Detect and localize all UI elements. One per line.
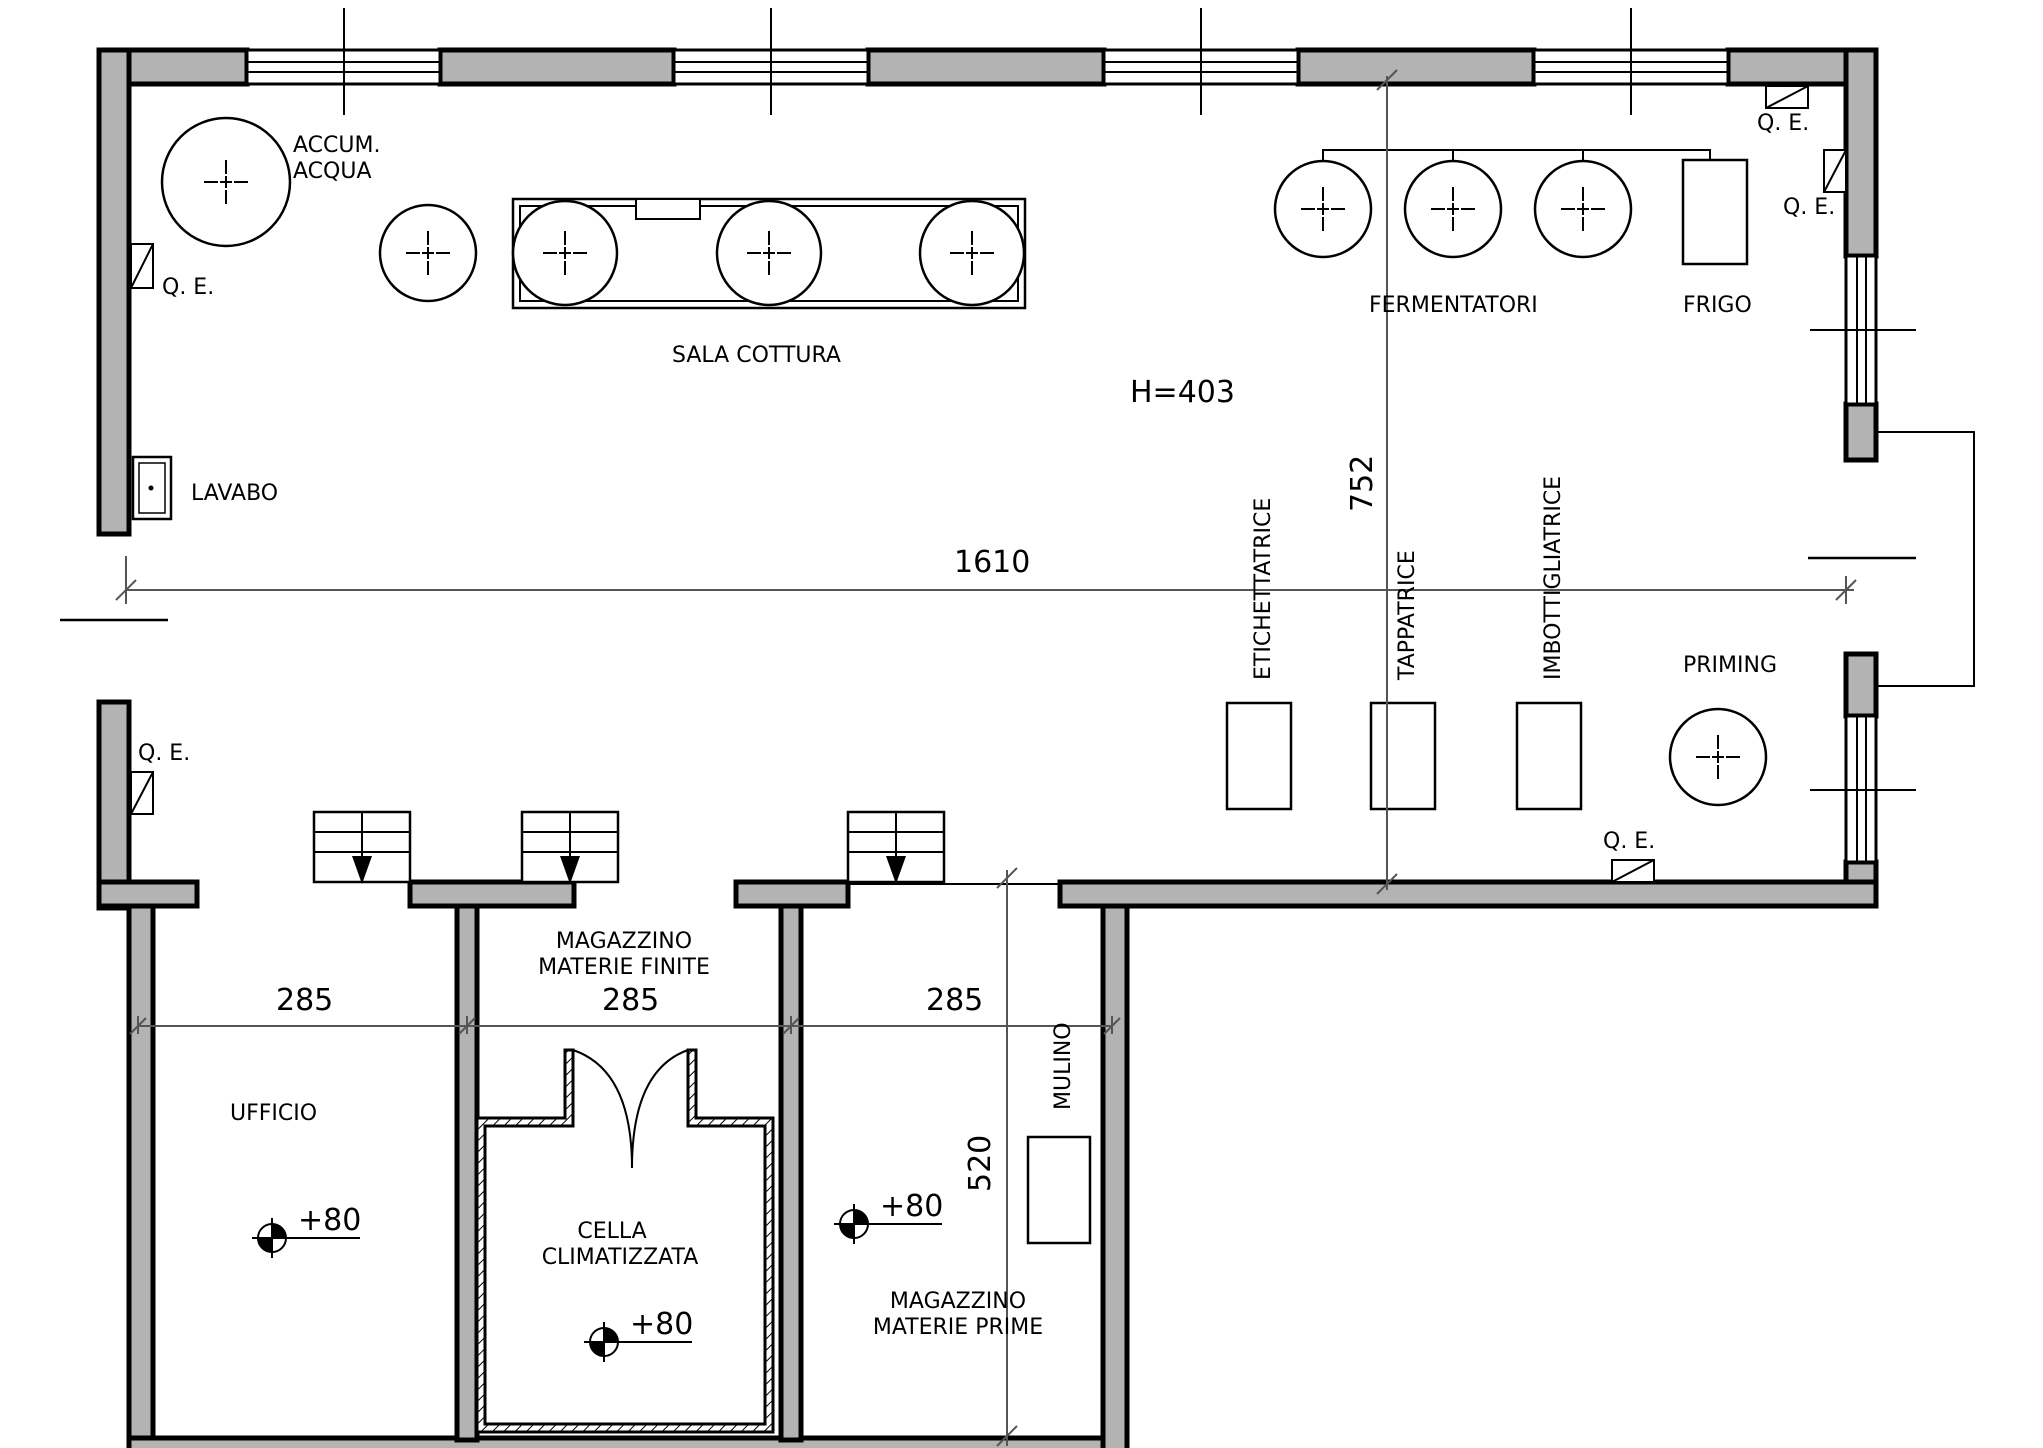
lavabo-sink <box>131 455 173 521</box>
wall-left-lower <box>96 699 132 911</box>
level-marker-ufficio <box>252 1218 360 1258</box>
window-top-2 <box>672 8 870 115</box>
label-room-width-3: 285 <box>926 983 983 1018</box>
label-magazzino-prime-1: MAGAZZINO <box>890 1289 1026 1314</box>
qe-panel-5 <box>1611 859 1655 883</box>
wall-top-3 <box>865 47 1107 87</box>
cella-climatizzata <box>475 1048 775 1434</box>
step-3 <box>846 810 946 884</box>
label-room-depth: 520 <box>963 1135 998 1192</box>
wall-top-4 <box>1295 47 1537 87</box>
label-priming: PRIMING <box>1683 653 1777 678</box>
step-1 <box>312 810 412 884</box>
label-cella-2: CLIMATIZZATA <box>542 1245 699 1270</box>
wall-lower-bottom <box>126 1435 1130 1448</box>
wall-lower-right <box>1100 903 1130 1448</box>
label-ufficio: UFFICIO <box>230 1101 317 1126</box>
window-right-1 <box>1810 254 1916 406</box>
label-height: H=403 <box>1130 375 1235 410</box>
labels: ACCUM. ACQUA Q. E. Q. E. Q. E. Q. E. Q. … <box>138 111 1835 1342</box>
label-imbottigliatrice: IMBOTTIGLIATRICE <box>1541 476 1566 680</box>
window-top-4 <box>1532 8 1730 115</box>
fermentatori-group <box>1273 149 1711 259</box>
wall-mid-2 <box>407 879 577 909</box>
dimension-lines <box>115 69 1857 1447</box>
priming-tank <box>1668 707 1768 807</box>
qe-panel-2 <box>1765 85 1809 109</box>
label-length-total: 1610 <box>954 545 1030 580</box>
label-fermentatori: FERMENTATORI <box>1369 293 1538 318</box>
walls <box>96 47 1879 1448</box>
label-magazzino-finite-1: MAGAZZINO <box>556 929 692 954</box>
wall-right-2 <box>1843 401 1879 463</box>
label-cella-1: CELLA <box>577 1219 646 1244</box>
label-etichettatrice: ETICHETTATRICE <box>1251 498 1276 680</box>
wall-right-3 <box>1843 651 1879 719</box>
partition-1 <box>454 903 480 1443</box>
step-2 <box>520 810 620 884</box>
wall-mid-1 <box>96 879 200 909</box>
label-qe-1: Q. E. <box>162 275 214 300</box>
label-magazzino-prime-2: MATERIE PRIME <box>873 1315 1043 1340</box>
label-accum-2: ACQUA <box>293 159 372 184</box>
wall-right-1 <box>1843 47 1879 259</box>
wall-left-upper <box>96 47 132 537</box>
accum-acqua-tank <box>160 116 292 248</box>
sala-cottura-unit <box>511 197 1027 310</box>
label-frigo: FRIGO <box>1683 293 1752 318</box>
level-marker-magazzino-prime <box>834 1204 942 1244</box>
label-tappatrice: TAPPATRICE <box>1395 550 1420 681</box>
wall-mid-3 <box>733 879 851 909</box>
door-steps <box>312 810 1060 885</box>
frigo-unit <box>1681 158 1749 266</box>
label-sala-cottura: SALA COTTURA <box>672 343 841 368</box>
wall-lower-left <box>126 903 156 1448</box>
level-marker-cella <box>584 1322 692 1362</box>
qe-panel-1 <box>130 243 154 289</box>
level-markers <box>252 1204 942 1362</box>
label-room-width-2: 285 <box>602 983 659 1018</box>
label-accum-1: ACCUM. <box>293 133 380 158</box>
window-top-1 <box>245 8 442 115</box>
label-level-cella: +80 <box>630 1307 693 1342</box>
windows <box>60 8 1975 864</box>
label-mulino: MULINO <box>1051 1022 1076 1110</box>
label-qe-2: Q. E. <box>1757 111 1809 136</box>
window-top-3 <box>1102 8 1300 115</box>
label-qe-4: Q. E. <box>138 741 190 766</box>
etichettatrice-unit <box>1225 701 1293 811</box>
label-qe-3: Q. E. <box>1783 195 1835 220</box>
kettle-tank-1 <box>378 203 478 303</box>
tappatrice-unit <box>1369 701 1437 811</box>
label-level-ufficio: +80 <box>298 1203 361 1238</box>
window-right-2 <box>1810 714 1916 864</box>
wall-mid-4 <box>1057 879 1879 909</box>
label-width-total: 752 <box>1345 455 1380 512</box>
label-magazzino-finite-2: MATERIE FINITE <box>538 955 710 980</box>
wall-top-2 <box>437 47 677 87</box>
partition-2 <box>778 903 804 1443</box>
label-qe-5: Q. E. <box>1603 829 1655 854</box>
label-lavabo: LAVABO <box>191 481 278 506</box>
qe-panels <box>130 85 1847 883</box>
qe-panel-4 <box>130 771 154 815</box>
mulino-unit <box>1026 1135 1092 1245</box>
imbottigliatrice-unit <box>1515 701 1583 811</box>
label-level-magazzino-prime: +80 <box>880 1189 943 1224</box>
qe-panel-3 <box>1823 149 1847 193</box>
label-room-width-1: 285 <box>276 983 333 1018</box>
